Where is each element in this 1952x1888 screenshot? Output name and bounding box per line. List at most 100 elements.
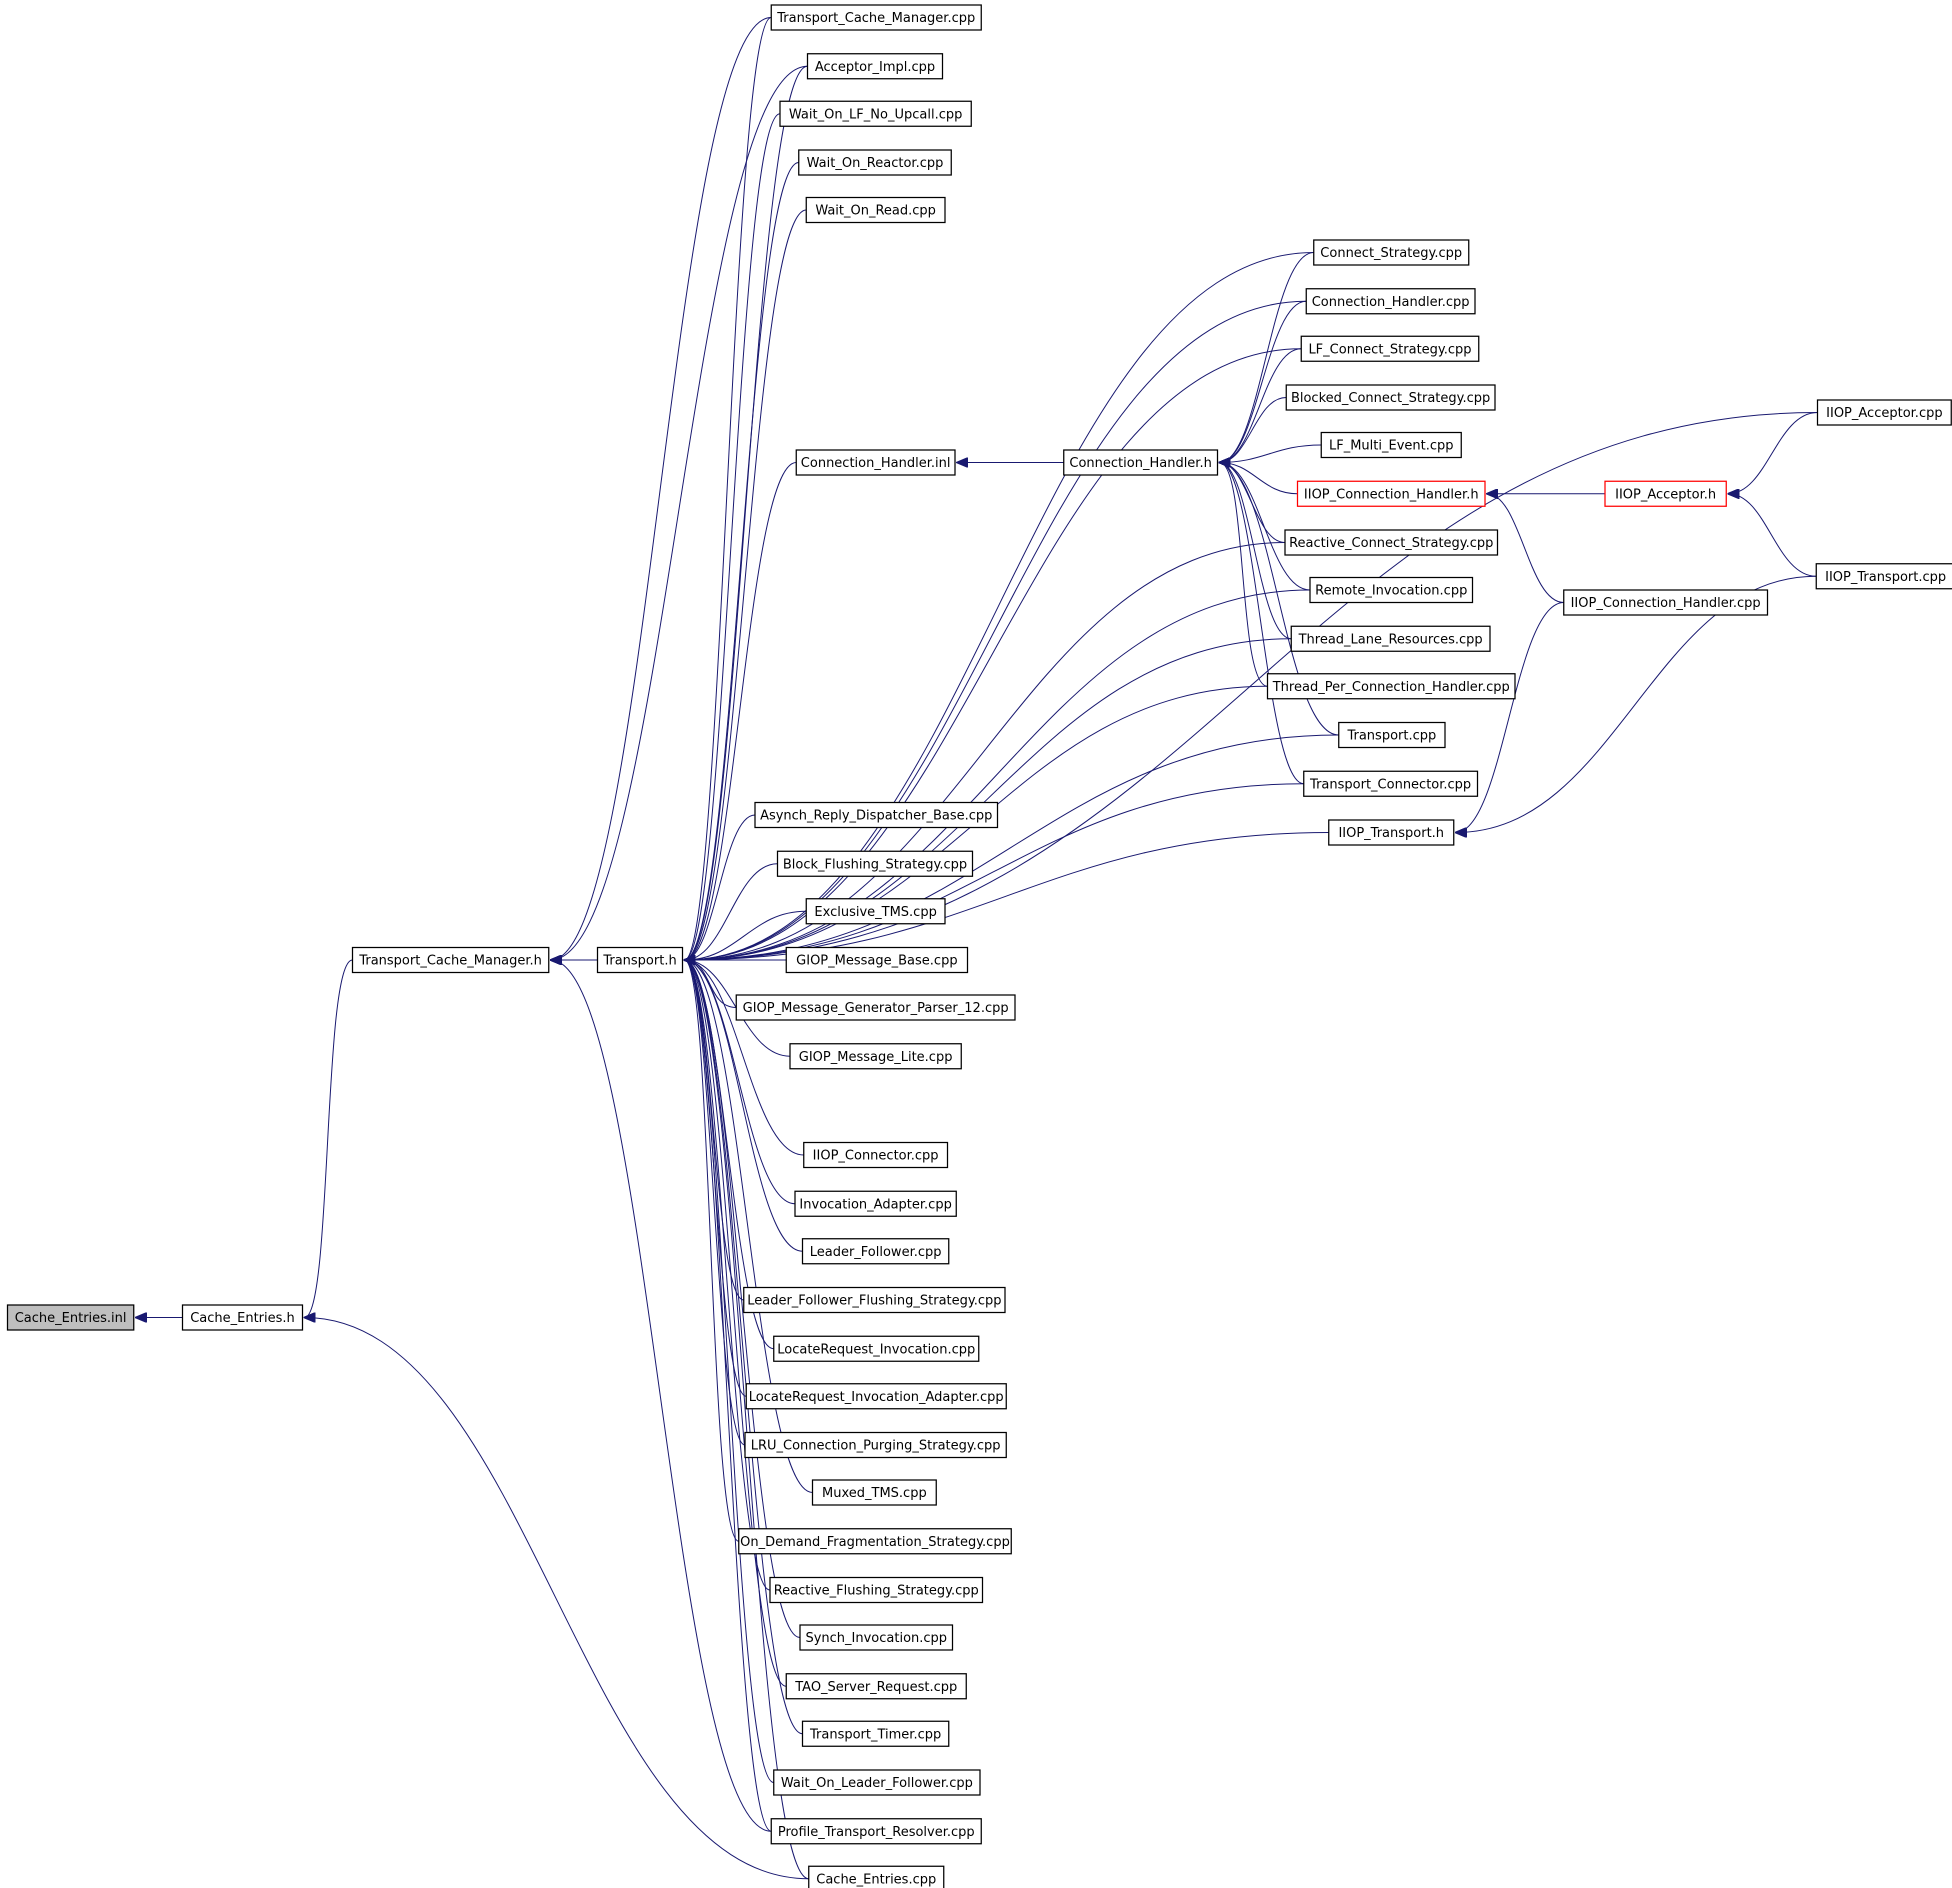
graph-node-synch-invocation-cpp[interactable]: Synch_Invocation.cpp [799,1624,954,1651]
graph-node-leader-follower-flushing-strategy-cpp[interactable]: Leader_Follower_Flushing_Strategy.cpp [743,1286,1006,1314]
node-label: Remote_Invocation.cpp [1315,584,1467,599]
graph-node-asynch-reply-dispatcher-base-cpp[interactable]: Asynch_Reply_Dispatcher_Base.cpp [754,801,999,829]
node-box [743,1286,1006,1314]
node-label: Leader_Follower.cpp [810,1245,942,1260]
node-box [798,149,952,176]
graph-node-lf-connect-strategy-cpp[interactable]: LF_Connect_Strategy.cpp [1300,335,1480,362]
graph-node-iiop-acceptor-cpp[interactable]: IIOP_Acceptor.cpp [1816,399,1952,426]
graph-node-wait-on-lf-no-upcall-cpp[interactable]: Wait_On_LF_No_Upcall.cpp [779,100,972,127]
node-label: Cache_Entries.h [190,1311,295,1326]
graph-node-exclusive-tms-cpp[interactable]: Exclusive_TMS.cpp [805,898,946,925]
graph-node-thread-per-connection-handler-cpp[interactable]: Thread_Per_Connection_Handler.cpp [1266,673,1516,700]
graph-node-wait-on-leader-follower-cpp[interactable]: Wait_On_Leader_Follower.cpp [773,1769,981,1796]
graph-node-iiop-connection-handler-h[interactable]: IIOP_Connection_Handler.h [1296,480,1486,507]
graph-node-giop-message-base-cpp[interactable]: GIOP_Message_Base.cpp [785,946,969,974]
graph-node-transport-timer-cpp[interactable]: Transport_Timer.cpp [801,1720,950,1747]
graph-node-connect-strategy-cpp[interactable]: Connect_Strategy.cpp [1313,239,1470,266]
node-label: Transport_Cache_Manager.h [358,954,542,969]
graph-node-transport-cache-manager-cpp[interactable]: Transport_Cache_Manager.cpp [770,4,982,31]
node-label: Profile_Transport_Resolver.cpp [778,1825,975,1840]
node-box [1305,288,1476,315]
graph-node-reactive-flushing-strategy-cpp[interactable]: Reactive_Flushing_Strategy.cpp [769,1576,984,1604]
graph-node-tao-server-request-cpp[interactable]: TAO_Server_Request.cpp [785,1673,967,1700]
dependency-edge [1487,494,1564,603]
node-box [805,196,946,224]
graph-node-on-demand-fragmentation-strategy-cpp[interactable]: On_Demand_Fragmentation_Strategy.cpp [738,1528,1012,1555]
dependency-edge [685,162,799,961]
node-label: Exclusive_TMS.cpp [814,905,936,920]
graph-node-block-flushing-strategy-cpp[interactable]: Block_Flushing_Strategy.cpp [776,850,974,877]
graph-node-locaterequest-invocation-adapter-cpp[interactable]: LocateRequest_Invocation_Adapter.cpp [745,1383,1007,1410]
graph-node-cache-entries-cpp[interactable]: Cache_Entries.cpp [808,1865,945,1888]
node-label: TAO_Server_Request.cpp [794,1680,957,1695]
graph-node-invocation-adapter-cpp[interactable]: Invocation_Adapter.cpp [794,1190,957,1217]
graph-node-transport-connector-cpp[interactable]: Transport_Connector.cpp [1303,770,1479,797]
graph-node-leader-follower-cpp[interactable]: Leader_Follower.cpp [801,1238,950,1265]
node-label: Transport_Timer.cpp [809,1727,941,1742]
dependency-edge [685,300,1307,960]
dependency-edge [551,65,808,960]
node-label: Cache_Entries.inl [15,1311,127,1326]
graph-node-locaterequest-invocation-cpp[interactable]: LocateRequest_Invocation.cpp [773,1335,980,1362]
graph-node-profile-transport-resolver-cpp[interactable]: Profile_Transport_Resolver.cpp [770,1818,982,1845]
graph-node-cache-entries-h[interactable]: Cache_Entries.h [181,1304,304,1331]
graph-node-connection-handler-h[interactable]: Connection_Handler.h [1063,449,1219,476]
node-label: GIOP_Message_Base.cpp [796,954,957,969]
graph-node-iiop-transport-h[interactable]: IIOP_Transport.h [1328,819,1455,846]
dependency-edge [685,910,807,960]
graph-node-cache-entries-inl[interactable]: Cache_Entries.inl [6,1304,135,1331]
node-box [735,994,1016,1021]
graph-node-wait-on-read-cpp[interactable]: Wait_On_Read.cpp [805,196,946,224]
graph-node-iiop-connection-handler-cpp[interactable]: IIOP_Connection_Handler.cpp [1563,589,1769,616]
dependency-edge [685,348,1302,960]
node-box [1815,563,1952,590]
graph-node-transport-cache-manager-h[interactable]: Transport_Cache_Manager.h [351,946,550,974]
node-label: LF_Connect_Strategy.cpp [1308,342,1471,357]
graph-node-giop-message-generator-parser-12-cpp[interactable]: GIOP_Message_Generator_Parser_12.cpp [735,994,1016,1021]
node-box [803,1141,949,1169]
graph-node-connection-handler-cpp[interactable]: Connection_Handler.cpp [1305,288,1476,315]
node-label: LocateRequest_Invocation_Adapter.cpp [749,1390,1004,1405]
node-box [738,1528,1012,1555]
node-label: Leader_Follower_Flushing_Strategy.cpp [747,1294,1001,1309]
graph-node-connection-handler-inl[interactable]: Connection_Handler.inl [795,449,956,476]
graph-node-iiop-transport-cpp[interactable]: IIOP_Transport.cpp [1815,563,1952,590]
dependency-edge [685,462,797,961]
dependency-edge [685,960,747,1397]
dependency-edge [1220,463,1304,785]
node-label: Connection_Handler.cpp [1312,295,1470,310]
dependency-edge [685,960,803,1252]
dependency-edge [685,638,1292,960]
node-box [1296,480,1486,507]
graph-node-wait-on-reactor-cpp[interactable]: Wait_On_Reactor.cpp [798,149,952,176]
node-box [6,1304,135,1331]
node-label: Wait_On_Read.cpp [815,204,936,219]
node-label: Muxed_TMS.cpp [822,1486,927,1501]
graph-node-acceptor-impl-cpp[interactable]: Acceptor_Impl.cpp [806,53,944,80]
graph-node-lru-connection-purging-strategy-cpp[interactable]: LRU_Connection_Purging_Strategy.cpp [744,1431,1007,1459]
graph-node-lf-multi-event-cpp[interactable]: LF_Multi_Event.cpp [1320,431,1462,459]
graph-node-transport-cpp[interactable]: Transport.cpp [1338,721,1446,749]
node-box [1328,819,1455,846]
dependency-edge [1728,412,1818,494]
node-box [770,1818,982,1845]
graph-node-muxed-tms-cpp[interactable]: Muxed_TMS.cpp [811,1479,937,1506]
node-box [773,1335,980,1362]
dependency-edge [685,209,807,960]
graph-node-transport-h[interactable]: Transport.h [596,946,684,974]
graph-node-iiop-connector-cpp[interactable]: IIOP_Connector.cpp [803,1141,949,1169]
graph-node-blocked-connect-strategy-cpp[interactable]: Blocked_Connect_Strategy.cpp [1285,384,1496,411]
dependency-edge [1220,300,1307,462]
node-box [1284,529,1499,556]
dependency-edge [685,960,771,1591]
node-box [181,1304,304,1331]
graph-node-thread-lane-resources-cpp[interactable]: Thread_Lane_Resources.cpp [1290,625,1491,652]
dependency-edge [685,113,781,960]
graph-node-remote-invocation-cpp[interactable]: Remote_Invocation.cpp [1309,576,1474,604]
graph-node-iiop-acceptor-h[interactable]: IIOP_Acceptor.h [1604,480,1727,507]
graph-node-reactive-connect-strategy-cpp[interactable]: Reactive_Connect_Strategy.cpp [1284,529,1499,556]
node-label: Transport.h [602,954,676,969]
graph-node-giop-message-lite-cpp[interactable]: GIOP_Message_Lite.cpp [789,1043,962,1070]
node-box [1300,335,1480,362]
node-label: Connection_Handler.h [1069,456,1211,471]
